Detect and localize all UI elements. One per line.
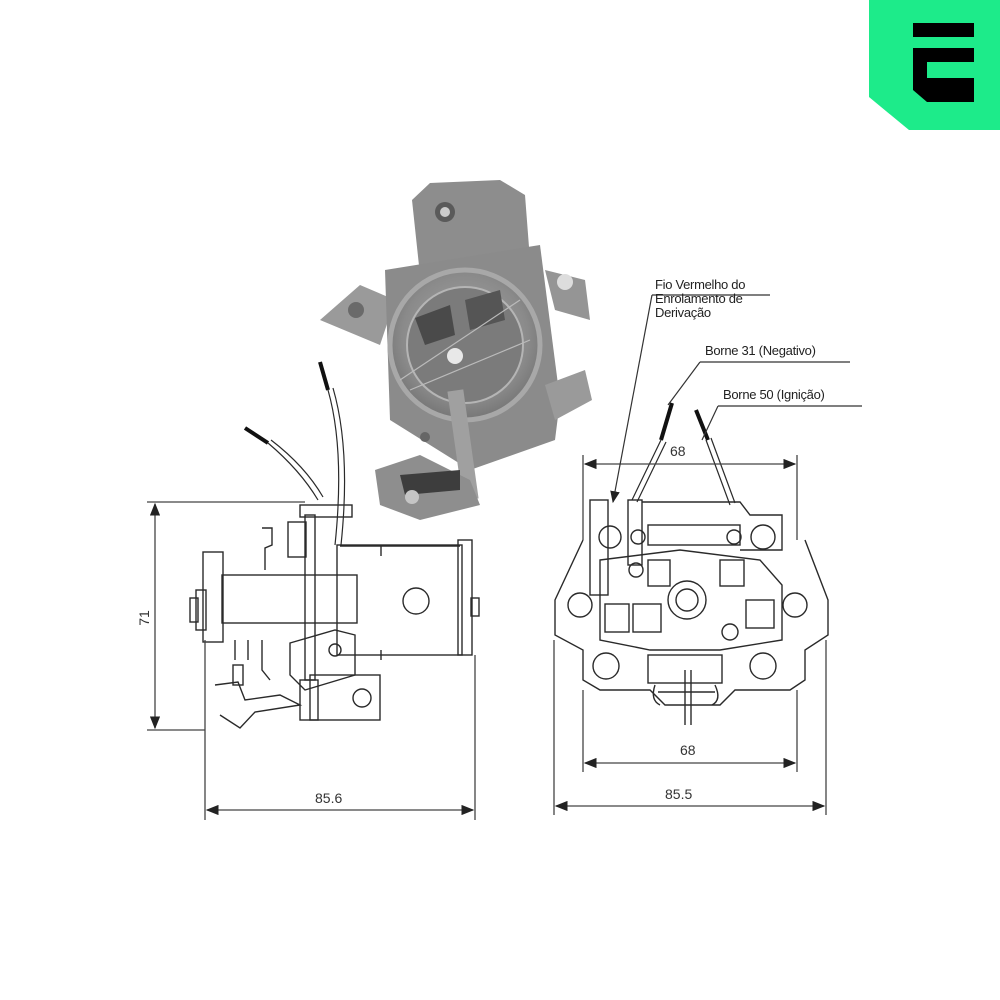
brand-logo-icon — [869, 0, 1000, 130]
side-view-dimensions — [147, 501, 476, 820]
front-view-dimensions — [553, 455, 827, 815]
callout-leaders — [610, 294, 862, 504]
callout-borne-31: Borne 31 (Negativo) — [705, 343, 816, 358]
callout-red-wire-line3: Derivação — [655, 305, 711, 320]
product-photo — [320, 180, 592, 520]
side-view-drawing — [189, 361, 480, 729]
brand-logo — [869, 0, 1000, 130]
dim-front-bottom-inner: 68 — [680, 742, 696, 758]
callout-red-wire-line2: Enrolamento de — [655, 291, 743, 306]
callout-red-wire: Fio Vermelho do Enrolamento de Derivação — [655, 278, 745, 320]
front-view-drawing — [554, 402, 829, 725]
dim-side-width: 85.6 — [315, 790, 343, 806]
callout-borne-50: Borne 50 (Ignição) — [723, 387, 825, 402]
callout-red-wire-line1: Fio Vermelho do — [655, 277, 746, 292]
dim-front-top: 68 — [670, 443, 686, 459]
dim-side-height: 71 — [136, 610, 152, 626]
dim-front-bottom-outer: 85.5 — [665, 786, 693, 802]
